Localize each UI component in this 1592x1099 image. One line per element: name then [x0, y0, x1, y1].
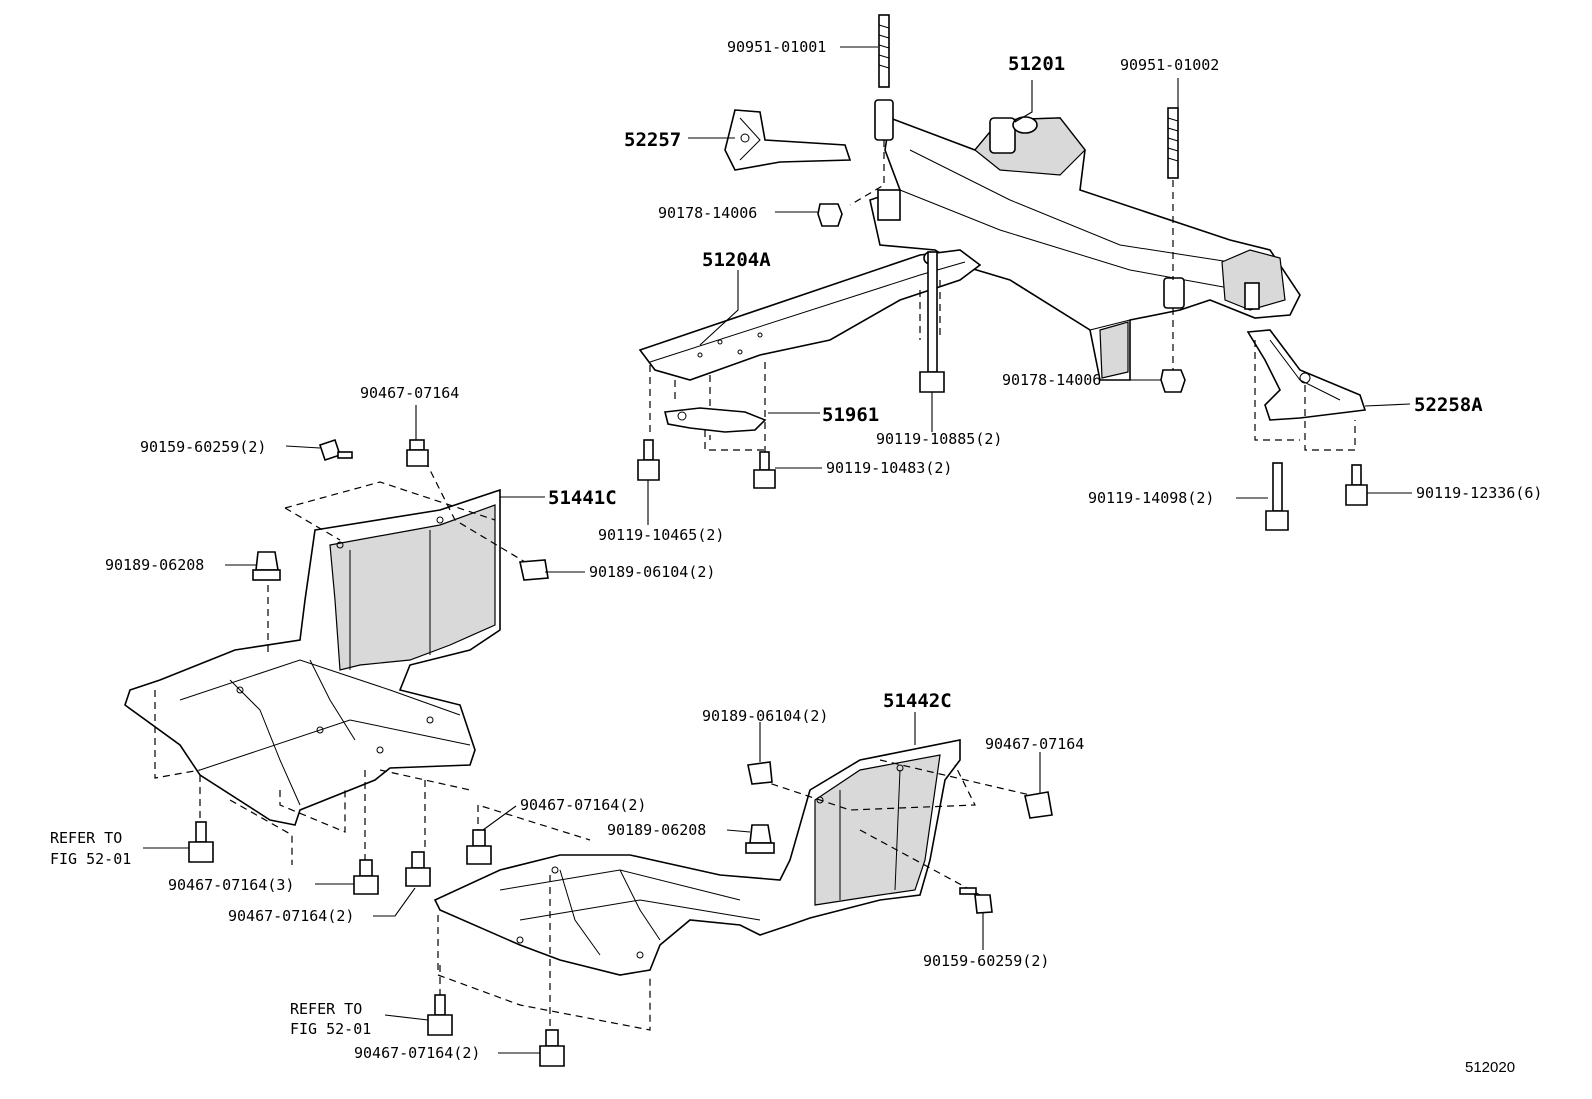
dash-51442c-top	[759, 759, 1031, 896]
bolt-90119-10483	[753, 451, 776, 489]
callout-90119-10483: 90119-10483(2)	[826, 459, 952, 477]
clip-90467-3	[353, 859, 379, 895]
label-51201: 51201	[1008, 53, 1065, 75]
refer-to-left-line2: FIG 52-01	[50, 850, 131, 868]
screw-90159-left	[318, 438, 353, 462]
refer-to-right-line1: REFER TO	[290, 1000, 362, 1018]
refer-to-right-line2: FIG 52-01	[290, 1020, 371, 1038]
clip-90467-2-mid	[466, 829, 492, 865]
clip-90467-top	[406, 439, 429, 467]
callout-90119-12336: 90119-12336(6)	[1416, 484, 1542, 502]
dash-51441c-bottom	[154, 585, 471, 865]
clip-refer-left	[188, 821, 214, 863]
label-51204a: 51204A	[702, 249, 771, 271]
under-cover-51441c	[124, 488, 501, 826]
callout-90467-07164-2-left: 90467-07164(2)	[228, 907, 354, 925]
dash-51442c-bottom	[437, 804, 651, 1031]
label-52258a: 52258A	[1414, 394, 1483, 416]
clip-refer-right	[427, 994, 453, 1036]
callout-90951-01002: 90951-01002	[1120, 56, 1219, 74]
callout-90189-06104-left: 90189-06104(2)	[589, 563, 715, 581]
plate-51961	[664, 407, 767, 451]
clip-90189-06208-left	[252, 551, 281, 581]
callout-90119-10885: 90119-10885(2)	[876, 430, 1002, 448]
callout-90467-07164-2-bottom: 90467-07164(2)	[354, 1044, 480, 1062]
brace-51204a	[638, 249, 982, 381]
stud-right	[1163, 107, 1185, 309]
label-51442c: 51442C	[883, 690, 952, 712]
nut-90178-upper	[817, 203, 843, 227]
clip-90189-06104-right	[747, 761, 773, 785]
clip-90189-06104-left	[519, 559, 549, 581]
clip-90467-right	[1024, 791, 1053, 819]
under-cover-51442c	[433, 739, 961, 976]
nut-90178-lower	[1160, 369, 1186, 393]
screw-90159-right	[959, 887, 993, 914]
callout-90119-10465: 90119-10465(2)	[598, 526, 724, 544]
callout-90467-07164-top: 90467-07164	[360, 384, 459, 402]
callout-90178-14006-lower: 90178-14006	[1002, 371, 1101, 389]
callout-90119-14098: 90119-14098(2)	[1088, 489, 1214, 507]
callout-90467-07164-3: 90467-07164(3)	[168, 876, 294, 894]
leader-lines	[143, 46, 1412, 1054]
callout-90189-06208-right: 90189-06208	[607, 821, 706, 839]
callout-90951-01001: 90951-01001	[727, 38, 826, 56]
callout-90189-06104-right: 90189-06104(2)	[702, 707, 828, 725]
figure-id: 512020	[1465, 1059, 1515, 1076]
dash-52258a	[1254, 340, 1356, 451]
callout-90178-14006-upper: 90178-14006	[658, 204, 757, 222]
dash-stud-left	[849, 140, 885, 206]
bolt-90119-12336	[1345, 464, 1368, 506]
refer-to-left-line1: REFER TO	[50, 829, 122, 847]
bolt-90119-10465	[637, 439, 660, 481]
label-51441c: 51441C	[548, 487, 617, 509]
bracket-52258a	[1246, 329, 1367, 421]
label-52257: 52257	[624, 129, 681, 151]
callout-90189-06208-left: 90189-06208	[105, 556, 204, 574]
stud-left	[874, 14, 894, 141]
clip-90467-2-left	[405, 851, 431, 887]
dash-51441c-top	[284, 449, 531, 566]
callout-90467-07164-right: 90467-07164	[985, 735, 1084, 753]
bolt-90119-14098	[1265, 462, 1289, 531]
crossmember-51201	[869, 116, 1301, 381]
bolt-90119-10885	[919, 251, 945, 393]
callout-90159-60259-right: 90159-60259(2)	[923, 952, 1049, 970]
bracket-52257	[724, 109, 852, 171]
label-51961: 51961	[822, 404, 879, 426]
callout-90159-60259-left: 90159-60259(2)	[140, 438, 266, 456]
clip-90189-06208-right	[745, 824, 775, 854]
clip-90467-2-bottom	[539, 1029, 565, 1067]
callout-90467-07164-2-mid: 90467-07164(2)	[520, 796, 646, 814]
